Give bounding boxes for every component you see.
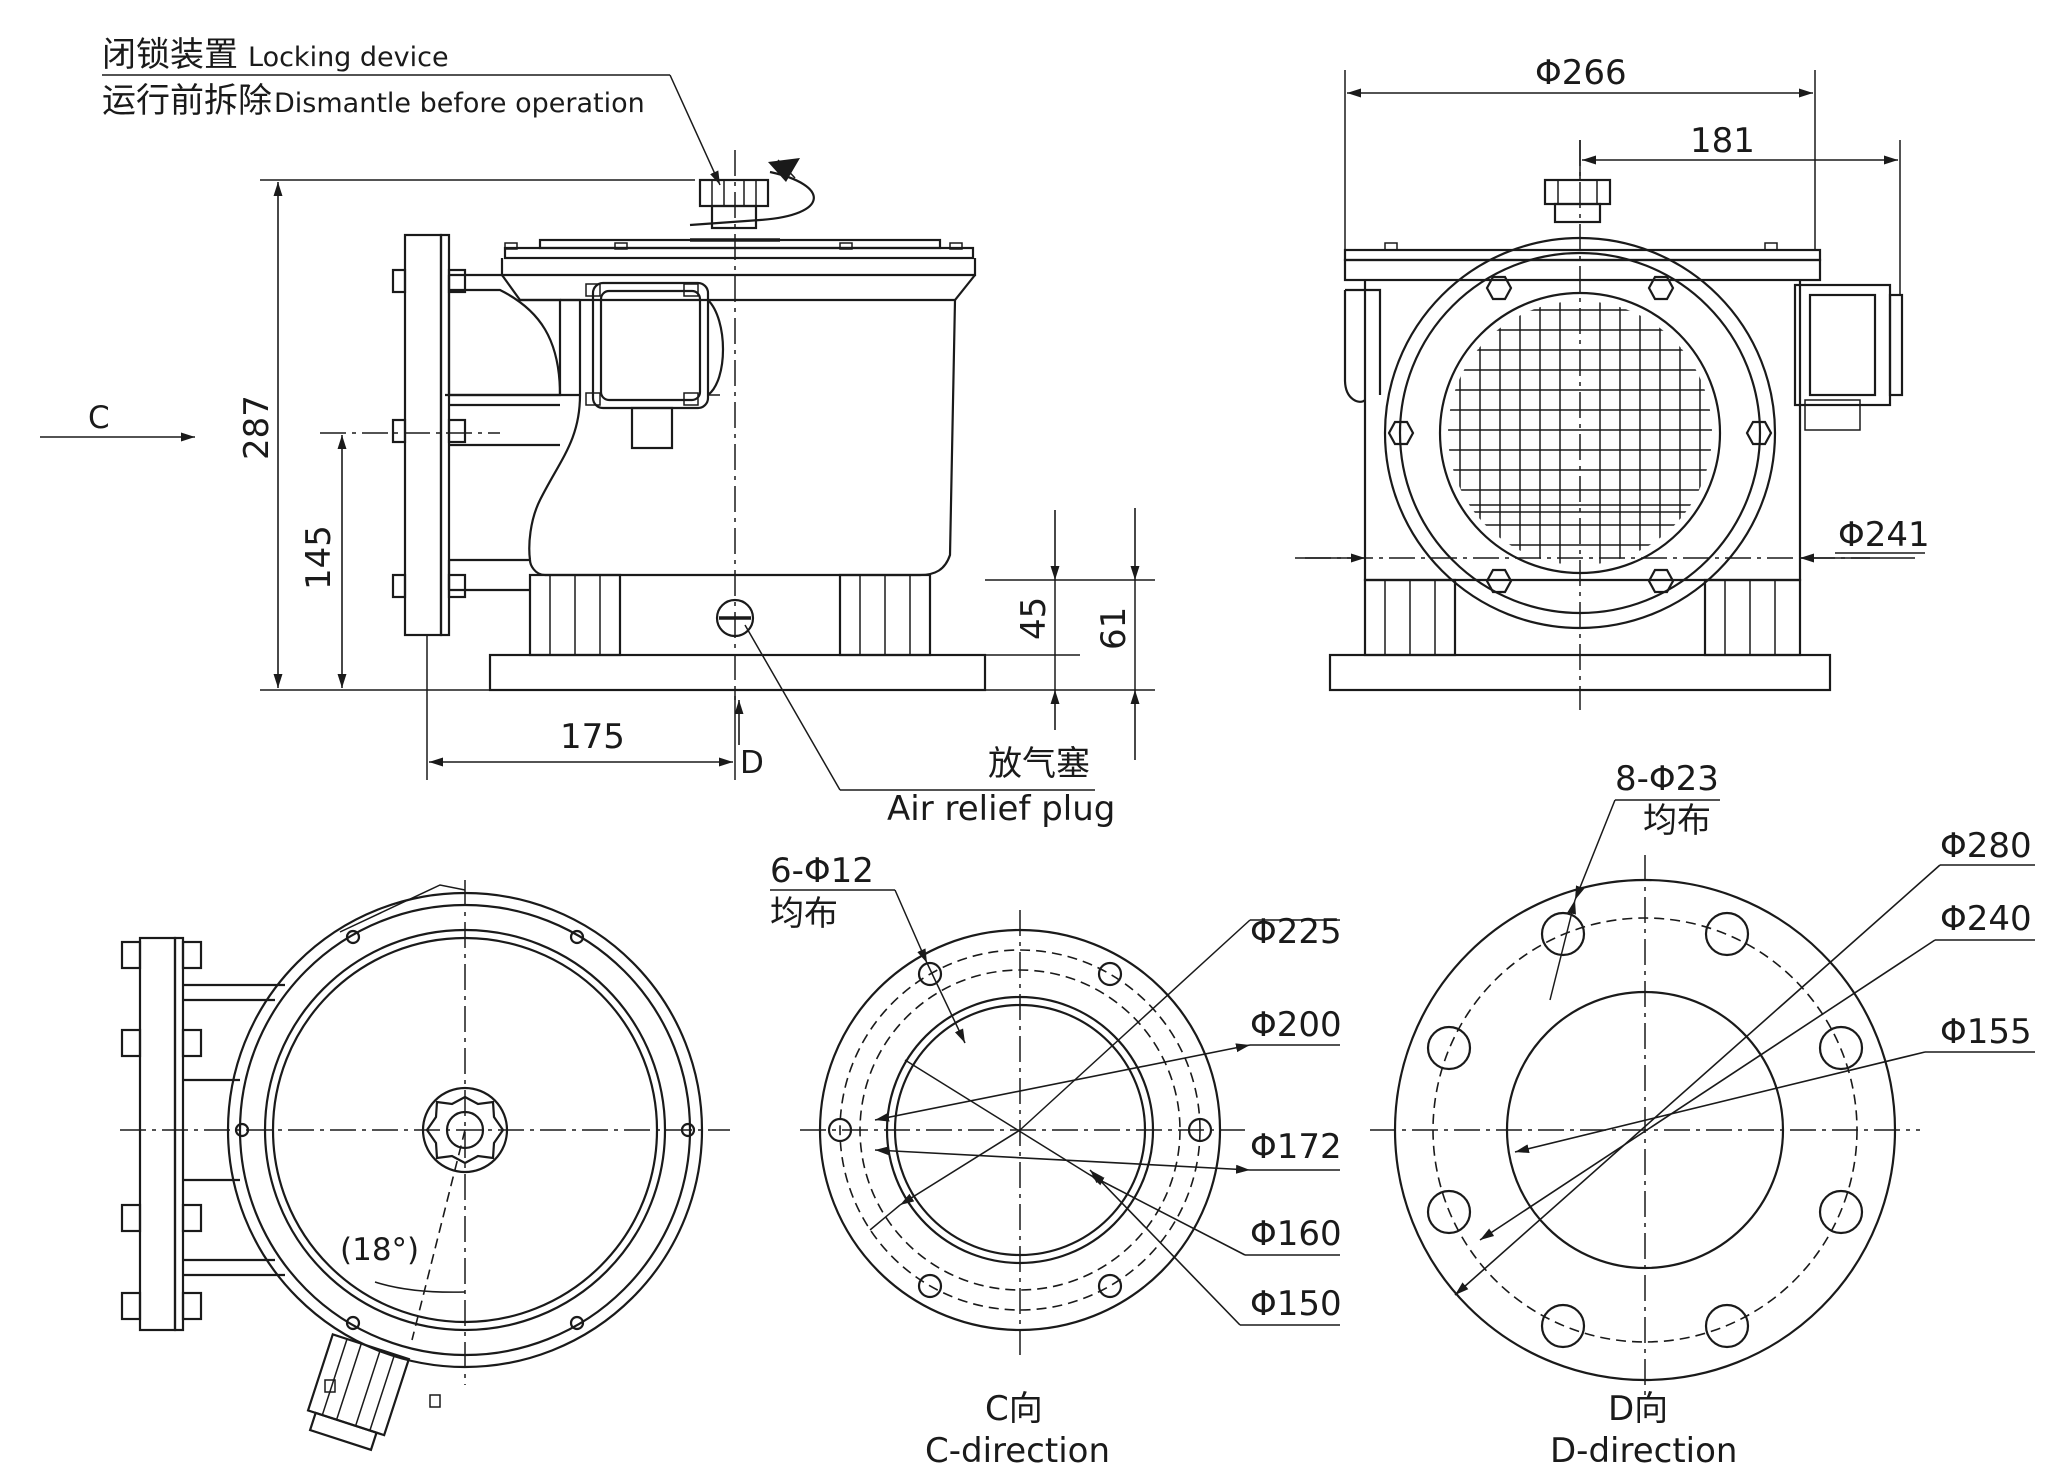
dim-181: 181 [1690,121,1755,161]
dim-175: 175 [560,717,625,757]
d-direction-cn: D向 [1608,1389,1668,1429]
locking-device-en: Locking device [248,42,449,73]
dim-61: 61 [1094,607,1134,650]
d-direction-view [1370,799,2035,1400]
front-view [1295,70,1925,710]
dim-145: 145 [299,525,339,590]
dim-241: Φ241 [1838,515,1930,555]
dismantle-cn: 运行前拆除 [102,81,272,121]
text-labels: 闭锁装置 Locking device 运行前拆除 Dismantle befo… [88,35,2032,1471]
direction-c-label: C [88,400,110,436]
direction-d-label: D [740,745,764,781]
dim-d-240: Φ240 [1940,899,2032,939]
dismantle-en: Dismantle before operation [274,88,645,119]
d-direction-en: D-direction [1550,1431,1737,1471]
c-direction-en: C-direction [925,1431,1110,1471]
locking-device-cn: 闭锁装置 [102,35,238,75]
c-bolt-count: 6-Φ12 [770,851,874,891]
c-direction-cn: C向 [985,1389,1043,1429]
dim-287: 287 [237,395,277,460]
air-relief-en: Air relief plug [887,789,1115,829]
dim-c-172: Φ172 [1250,1127,1342,1167]
dim-c-160: Φ160 [1250,1214,1342,1254]
dim-c-150: Φ150 [1250,1284,1342,1324]
c-bolt-note: 均布 [770,894,838,934]
air-relief-cn: 放气塞 [988,744,1090,784]
dim-d-155: Φ155 [1940,1012,2032,1052]
dim-d-280: Φ280 [1940,826,2032,866]
dim-c-200: Φ200 [1250,1005,1342,1045]
side-view [40,74,1155,791]
dim-266: Φ266 [1535,53,1627,93]
angle-label: (18°) [340,1232,419,1268]
d-bolt-note: 均布 [1643,801,1711,841]
top-view [120,880,730,1452]
dim-c-225: Φ225 [1250,912,1342,952]
d-bolt-count: 8-Φ23 [1615,759,1719,799]
dim-45: 45 [1014,597,1054,640]
c-direction-view [770,889,1340,1355]
